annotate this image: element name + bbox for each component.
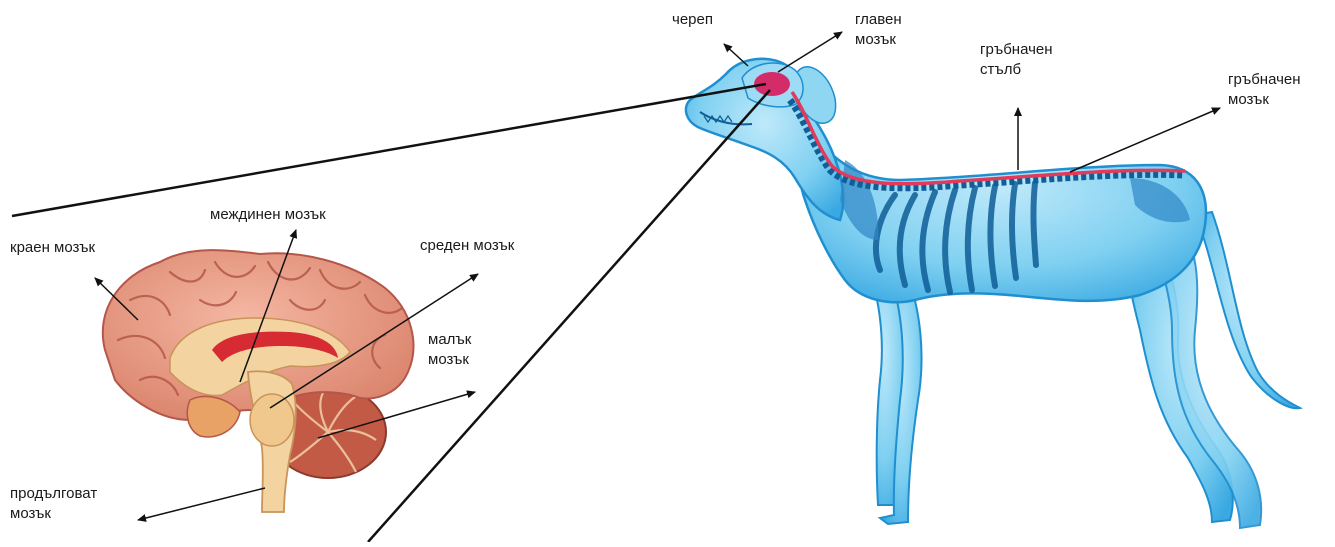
arrow-skull bbox=[724, 44, 748, 66]
label-medulla-line1: продълговат bbox=[10, 484, 97, 504]
label-medulla: продълговат мозък bbox=[10, 484, 97, 524]
arrow-brain bbox=[778, 32, 842, 72]
label-skull-text: череп bbox=[672, 10, 713, 30]
label-spinal-column-line1: гръбначен bbox=[980, 40, 1053, 60]
label-forebrain-text: краен мозък bbox=[10, 238, 95, 258]
label-spinal-cord-line2: мозък bbox=[1228, 90, 1301, 110]
dog-illustration bbox=[686, 59, 1300, 528]
label-diencephalon: междинен мозък bbox=[210, 205, 326, 225]
label-spinal-cord-line1: гръбначен bbox=[1228, 70, 1301, 90]
label-brain-line1: главен bbox=[855, 10, 902, 30]
label-skull: череп bbox=[672, 10, 713, 30]
zoom-line-top bbox=[12, 84, 766, 216]
label-forebrain: краен мозък bbox=[10, 238, 95, 258]
brain-pons bbox=[250, 394, 294, 446]
label-medulla-line2: мозък bbox=[10, 504, 97, 524]
label-brain-line2: мозък bbox=[855, 30, 902, 50]
label-cerebellum: малък мозък bbox=[428, 330, 471, 370]
label-spinal-column-line2: стълб bbox=[980, 60, 1053, 80]
label-brain: главен мозък bbox=[855, 10, 902, 50]
label-cerebellum-line2: мозък bbox=[428, 350, 471, 370]
label-diencephalon-text: междинен мозък bbox=[210, 205, 326, 225]
label-spinal-column: гръбначен стълб bbox=[980, 40, 1053, 80]
label-midbrain: среден мозък bbox=[420, 236, 514, 256]
zoom-line-bottom bbox=[368, 90, 770, 542]
arrow-medulla bbox=[138, 488, 265, 520]
arrow-spinal-cord bbox=[1070, 108, 1220, 172]
label-midbrain-text: среден мозък bbox=[420, 236, 514, 256]
label-cerebellum-line1: малък bbox=[428, 330, 471, 350]
brain-illustration bbox=[103, 250, 414, 512]
label-spinal-cord: гръбначен мозък bbox=[1228, 70, 1301, 110]
dog-tail bbox=[1195, 212, 1300, 408]
